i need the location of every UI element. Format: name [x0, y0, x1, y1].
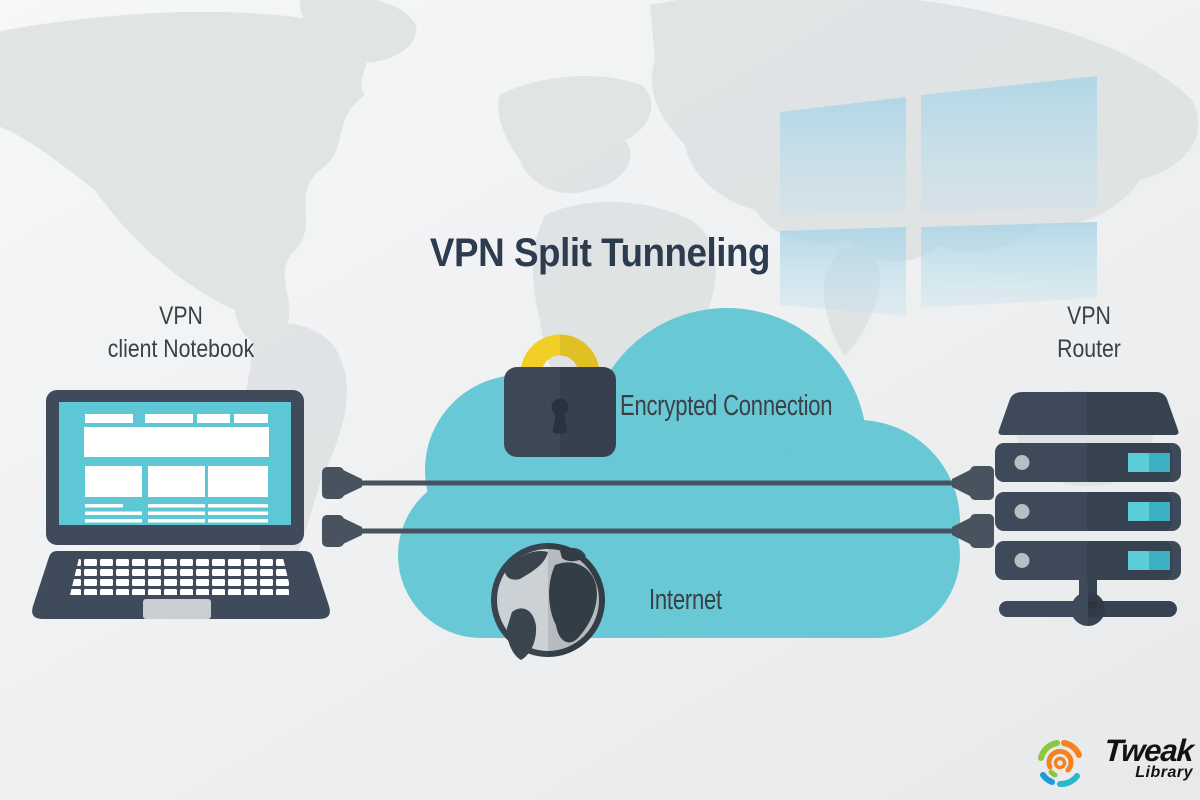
label-line: VPN — [159, 302, 203, 330]
server-unit — [995, 443, 1181, 482]
label-line: client Notebook — [107, 335, 255, 363]
brand-name: Tweak — [1103, 733, 1195, 768]
label-line: Router — [1057, 335, 1121, 363]
tunnel-cable-1 — [322, 466, 994, 500]
cable-connections — [322, 466, 994, 548]
tunnel-cable-2 — [322, 514, 994, 548]
server-led — [1014, 455, 1030, 470]
server-unit — [995, 492, 1181, 531]
server-unit — [995, 541, 1181, 580]
tweak-library-logo: Tweak Library — [1033, 733, 1195, 795]
cable-plug-icon — [970, 466, 994, 500]
brand-suffix: Library — [1135, 764, 1193, 781]
label-vpn-router: VPN Router — [1004, 300, 1174, 366]
cable-plug-icon — [322, 515, 344, 547]
tweak-library-logo-icon — [1038, 740, 1082, 787]
label-internet: Internet — [649, 584, 722, 616]
laptop-screen-wireframe — [84, 414, 269, 523]
padlock-keyhole — [551, 398, 569, 416]
cable-plug-icon — [322, 467, 344, 499]
server-top — [998, 392, 1179, 435]
label-vpn-client-notebook: VPN client Notebook — [79, 300, 283, 366]
diagram-title: VPN Split Tunneling — [429, 231, 771, 275]
laptop-keyboard — [70, 558, 292, 595]
laptop-icon — [32, 390, 330, 619]
server-icon — [995, 392, 1181, 626]
laptop-trackpad — [143, 599, 211, 619]
cable-plug-icon — [970, 514, 994, 548]
globe-icon — [491, 543, 605, 660]
server-network-node — [1071, 592, 1105, 626]
label-encrypted-connection: Encrypted Connection — [620, 390, 833, 422]
label-line: VPN — [1067, 302, 1111, 330]
server-led — [1014, 553, 1030, 568]
windows-logo-icon — [780, 76, 1097, 316]
padlock-icon — [504, 334, 616, 457]
server-led — [1014, 504, 1030, 519]
